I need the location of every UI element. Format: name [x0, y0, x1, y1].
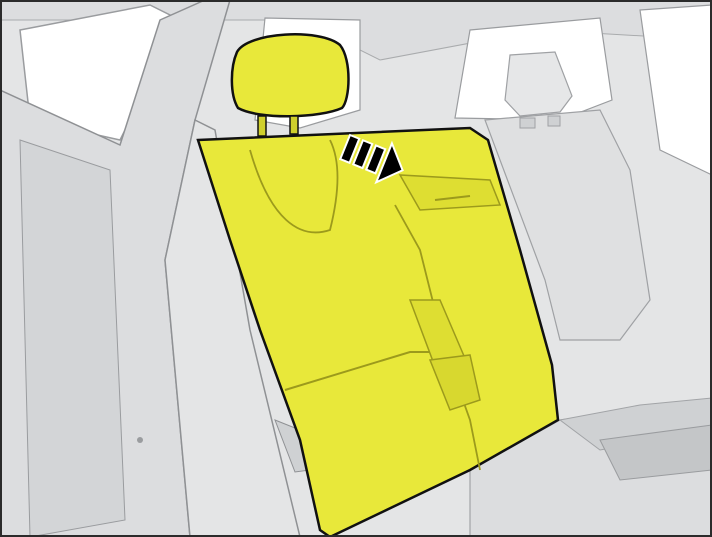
trim-screw	[137, 437, 143, 443]
headrest-post-left	[258, 116, 266, 136]
headrest-cushion	[232, 34, 349, 116]
headrest-post-right	[290, 116, 298, 134]
left-door-panel	[20, 140, 125, 537]
